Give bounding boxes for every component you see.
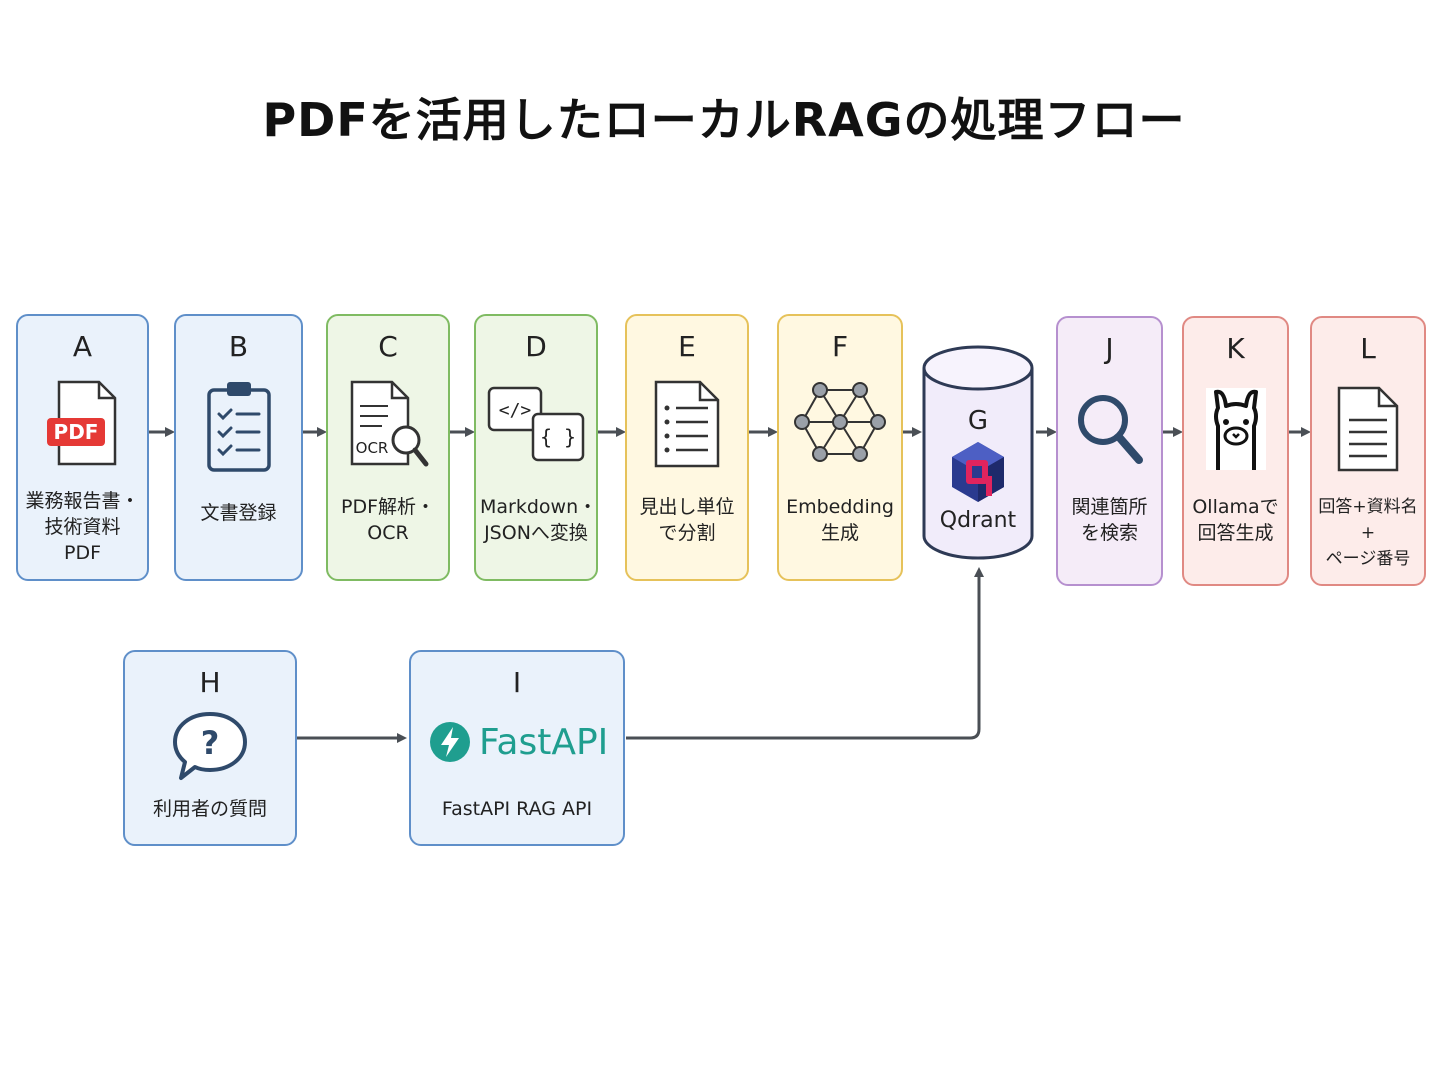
pdf-file-icon: PDF [18,378,147,474]
fastapi-logo-icon: FastAPI [429,718,608,766]
node-letter: C [378,330,398,363]
arrow-i-g [626,567,984,740]
node-label: Ollamaで回答生成 [1192,496,1279,544]
search-icon [1058,392,1161,472]
node-i-fastapi-rag-api: I FastAPI FastAPI RAG API [409,650,625,846]
svg-text:?: ? [201,724,220,762]
node-j-search-relevant: J 関連箇所を検索 [1056,316,1163,586]
svg-text:{ }: { } [540,425,576,449]
node-letter: D [525,330,547,363]
node-letter: L [1360,332,1376,365]
node-letter: F [831,330,849,363]
node-letter: G [967,406,989,436]
code-braces-icon: </> { } [476,378,596,472]
node-letter: K [1226,332,1245,365]
node-k-ollama-answer: K Ollamaで回答生成 [1182,316,1289,586]
node-letter: A [72,330,93,363]
ocr-magnifier-icon: OCR [328,378,448,476]
node-label: 回答+資料名+ページ番号 [1318,497,1418,569]
node-b-document-registration: B 文書登録 [174,314,303,581]
node-label: 関連箇所を検索 [1071,496,1148,544]
document-icon [1312,386,1424,478]
node-label: PDF解析・OCR [340,496,436,544]
node-g-qdrant-database: G Qdrant [921,344,1035,562]
svg-text:PDF: PDF [53,420,98,444]
page-title: PDFを活用したローカルRAGの処理フロー [262,93,1186,147]
node-e-split-by-heading: E 見出し単位で分割 [625,314,749,581]
question-bubble-icon: ? [125,710,295,786]
qdrant-logo-icon [948,440,1008,508]
node-label: 文書登録 [200,502,277,524]
node-letter: E [678,330,696,363]
node-label: 利用者の質問 [152,798,267,820]
node-letter: B [228,330,249,363]
node-d-convert-markdown-json: D </> { } Markdown・JSONへ変換 [474,314,598,581]
svg-text:</>: </> [499,400,532,421]
node-letter: H [199,666,221,699]
node-h-user-question: H ? 利用者の質問 [123,650,297,846]
node-label: 見出し単位で分割 [639,496,735,544]
node-label: Qdrant [939,508,1017,533]
node-letter: J [1105,332,1114,365]
svg-text:OCR: OCR [356,439,389,457]
node-label: Markdown・JSONへ変換 [480,496,598,544]
llama-icon [1184,386,1287,476]
node-label: FastAPI RAG API [441,798,593,820]
node-letter: I [512,666,522,699]
node-l-answer-output: L 回答+資料名+ページ番号 [1310,316,1426,586]
network-graph-icon [779,378,901,472]
node-c-pdf-parse-ocr: C OCR PDF解析・OCR [326,314,450,581]
document-list-icon [627,378,747,474]
clipboard-checklist-icon [176,378,301,478]
